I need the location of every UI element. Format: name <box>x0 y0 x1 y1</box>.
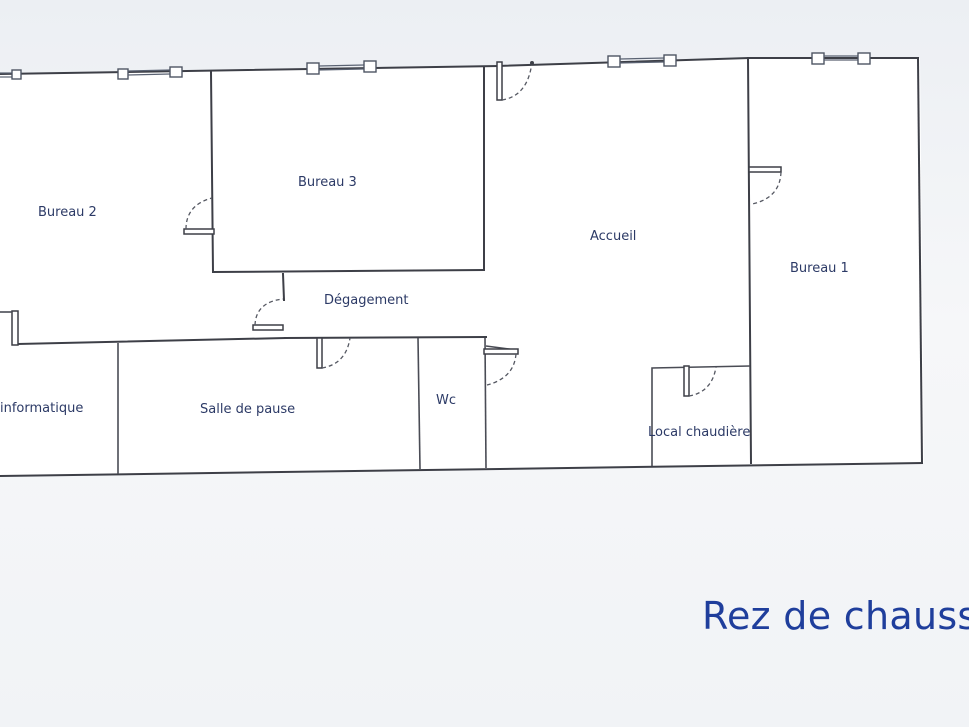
label-informatique: informatique <box>0 401 83 416</box>
bottom-wall <box>0 461 924 478</box>
window-4 <box>607 54 677 68</box>
corridor-wall-left <box>16 336 287 346</box>
wc-door <box>483 348 519 386</box>
room-labels: Bureau 2 Bureau 3 Accueil Bureau 1 Dégag… <box>0 175 849 440</box>
informatique-door <box>0 310 19 346</box>
top-wall-left <box>0 64 500 76</box>
salle-de-pause-divider <box>417 337 421 470</box>
degagement-door <box>252 298 284 331</box>
bureau-3-door <box>183 197 215 235</box>
bureau-1-wall <box>746 56 753 465</box>
interior-walls <box>16 56 753 474</box>
window-5 <box>811 52 871 65</box>
floor-caption: Rez de chauss <box>702 594 969 638</box>
label-bureau-1: Bureau 1 <box>790 261 849 276</box>
label-degagement: Dégagement <box>324 293 408 308</box>
exterior-walls <box>0 56 924 478</box>
wc-right-wall <box>484 337 487 469</box>
label-accueil: Accueil <box>590 229 636 244</box>
window-1 <box>0 69 22 80</box>
windows <box>0 52 871 80</box>
corridor-wall-right <box>283 335 488 340</box>
label-local-chaudiere: Local chaudière <box>648 425 750 440</box>
bureau-1-door <box>748 166 782 205</box>
label-salle-de-pause: Salle de pause <box>200 402 295 417</box>
doors <box>0 61 782 397</box>
salle-de-pause-door <box>316 337 351 369</box>
label-bureau-3: Bureau 3 <box>298 175 357 190</box>
label-wc: Wc <box>436 393 456 408</box>
bureau-3-bottom-wall <box>211 268 486 274</box>
plan-sheet <box>0 58 924 476</box>
bureau-3-left-wall <box>209 70 215 274</box>
label-bureau-2: Bureau 2 <box>38 205 97 220</box>
local-chaudiere-walls <box>651 365 751 466</box>
window-2 <box>117 66 183 80</box>
entrance-door <box>496 61 534 101</box>
right-wall <box>916 56 924 465</box>
window-3 <box>306 60 377 75</box>
top-wall-middle <box>496 56 750 68</box>
degagement-door-jamb <box>281 272 286 302</box>
local-chaudiere-door <box>683 365 717 397</box>
